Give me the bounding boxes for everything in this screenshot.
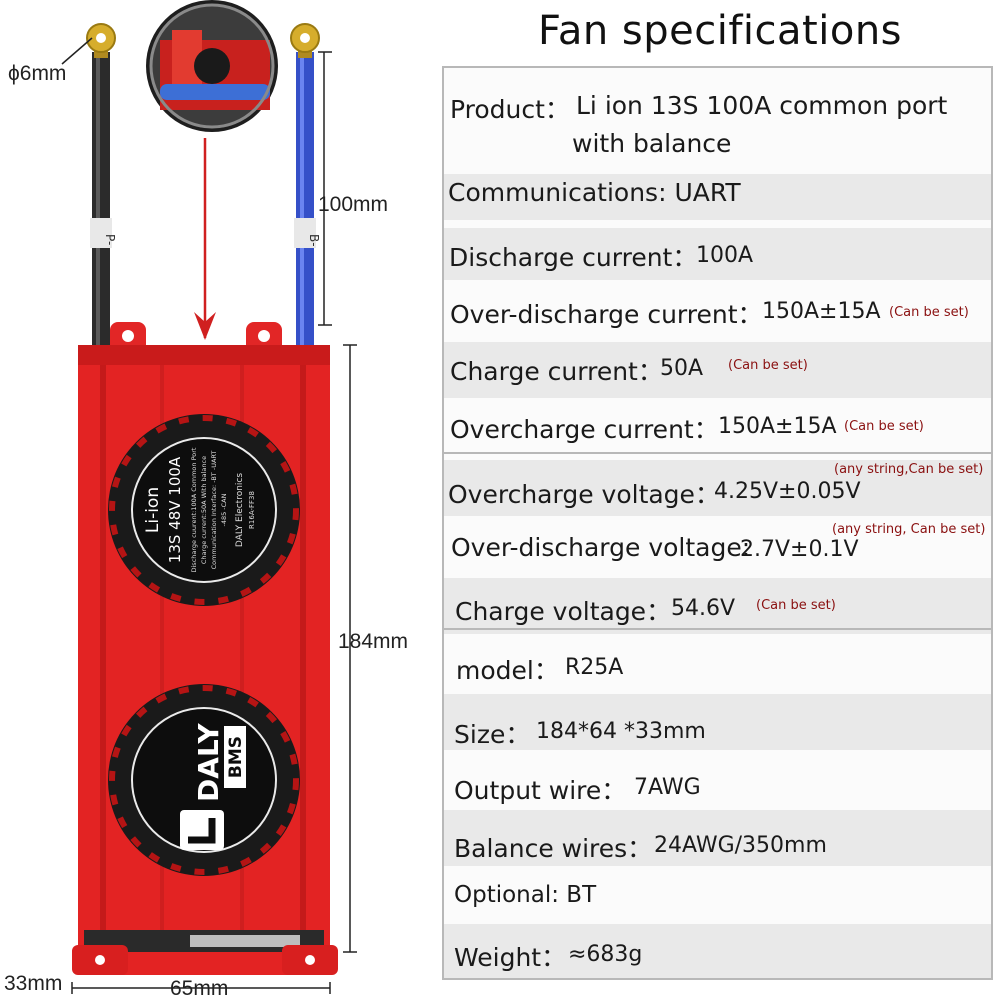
sticker-discharge: Discharge cuurent:100A Common Port bbox=[190, 447, 198, 572]
dim-width: 65mm bbox=[170, 977, 229, 1000]
spec-charge-current-label: Charge current： bbox=[450, 357, 663, 386]
logo-daly: DALY bbox=[192, 723, 225, 802]
spec-over-discharge-voltage-label: Over-discharge voltage: bbox=[451, 533, 751, 562]
spec-overcharge-current-label: Overcharge current： bbox=[450, 415, 719, 444]
fan-label-sticker: Li-ion 13S 48V 100A Discharge cuurent:10… bbox=[143, 447, 256, 572]
spec-overcharge-current-note: (Can be set) bbox=[844, 419, 924, 434]
daly-bms-logo: DALY BMS bbox=[180, 723, 246, 850]
spec-over-discharge-voltage-value: 2.7V±0.1V bbox=[740, 537, 859, 562]
black-wire-p-minus: P- bbox=[90, 52, 117, 348]
spec-charge-current-note: (Can be set) bbox=[728, 358, 808, 373]
spec-product-value-2: with balance bbox=[572, 129, 732, 158]
spec-discharge-current-value: 100A bbox=[696, 243, 754, 268]
spec-over-discharge-voltage-note: (any string, Can be set) bbox=[832, 522, 986, 537]
sticker-model: R16A-FF38 bbox=[248, 491, 256, 529]
sticker-comm: Communication Interface: -BT -UART bbox=[210, 451, 218, 570]
logo-bms: BMS bbox=[226, 736, 246, 778]
spec-size-label: Size： bbox=[454, 720, 531, 749]
spec-over-discharge-current-note: (Can be set) bbox=[889, 305, 969, 320]
spec-charge-voltage-value: 54.6V bbox=[671, 596, 736, 621]
wire-label-p: P- bbox=[103, 234, 117, 245]
wire-entry-zoom-circle bbox=[146, 0, 278, 132]
spec-optional: Optional: BT bbox=[454, 882, 597, 908]
spec-overcharge-current-value: 150A±15A bbox=[718, 414, 837, 439]
spec-over-discharge-current-value: 150A±15A bbox=[762, 299, 881, 324]
blue-wire-b-minus: B- bbox=[294, 52, 321, 348]
spec-discharge-current-label: Discharge current： bbox=[449, 243, 698, 272]
sticker-li-ion: Li-ion bbox=[143, 487, 163, 533]
dim-wire-length: 100mm bbox=[318, 193, 389, 216]
dim-height: 184mm bbox=[338, 630, 409, 653]
dim-thickness: 33mm bbox=[4, 972, 63, 995]
sticker-charge: Charge current:50A With balance bbox=[200, 456, 208, 564]
sticker-comm2: -485 -CAN bbox=[220, 493, 228, 526]
ring-terminal-right bbox=[290, 23, 320, 58]
spec-model-label: model： bbox=[456, 656, 559, 685]
spec-balance-wires-value: 24AWG/350mm bbox=[654, 833, 827, 858]
sticker-company: DALY Electronics bbox=[235, 473, 245, 547]
spec-weight-label: Weight： bbox=[454, 943, 567, 972]
spec-output-wire-value: 7AWG bbox=[634, 775, 701, 800]
spec-communications: Communications: UART bbox=[448, 178, 741, 207]
spec-overcharge-voltage-label: Overcharge voltage： bbox=[448, 480, 720, 509]
spec-charge-current-value: 50A bbox=[660, 356, 704, 381]
spec-over-discharge-current-label: Over-discharge current： bbox=[450, 300, 763, 329]
fan-top bbox=[108, 414, 300, 606]
spec-product-label: Product： bbox=[450, 95, 570, 124]
spec-product-value: Li ion 13S 100A common port bbox=[576, 91, 948, 120]
bms-product-illustration: P- B- bbox=[61, 0, 357, 994]
spec-overcharge-voltage-note: (any string,Can be set) bbox=[834, 462, 984, 477]
spec-size-value: 184*64 *33mm bbox=[536, 719, 706, 744]
sticker-spec: 13S 48V 100A bbox=[166, 456, 184, 563]
spec-overcharge-voltage-value: 4.25V±0.05V bbox=[714, 479, 861, 504]
spec-model-value: R25A bbox=[565, 655, 624, 680]
spec-output-wire-label: Output wire： bbox=[454, 776, 627, 805]
spec-table: Product： Li ion 13S 100A common port wit… bbox=[442, 66, 993, 980]
spec-weight-value: ≈683g bbox=[568, 942, 643, 967]
spec-charge-voltage-label: Charge voltage： bbox=[455, 597, 672, 626]
dim-terminal: ϕ6mm bbox=[8, 62, 67, 85]
spec-charge-voltage-note: (Can be set) bbox=[756, 598, 836, 613]
spec-balance-wires-label: Balance wires： bbox=[454, 834, 653, 863]
page-title: Fan specifications bbox=[537, 8, 903, 54]
wire-label-b: B- bbox=[307, 234, 321, 247]
ring-terminal-left bbox=[86, 23, 116, 58]
